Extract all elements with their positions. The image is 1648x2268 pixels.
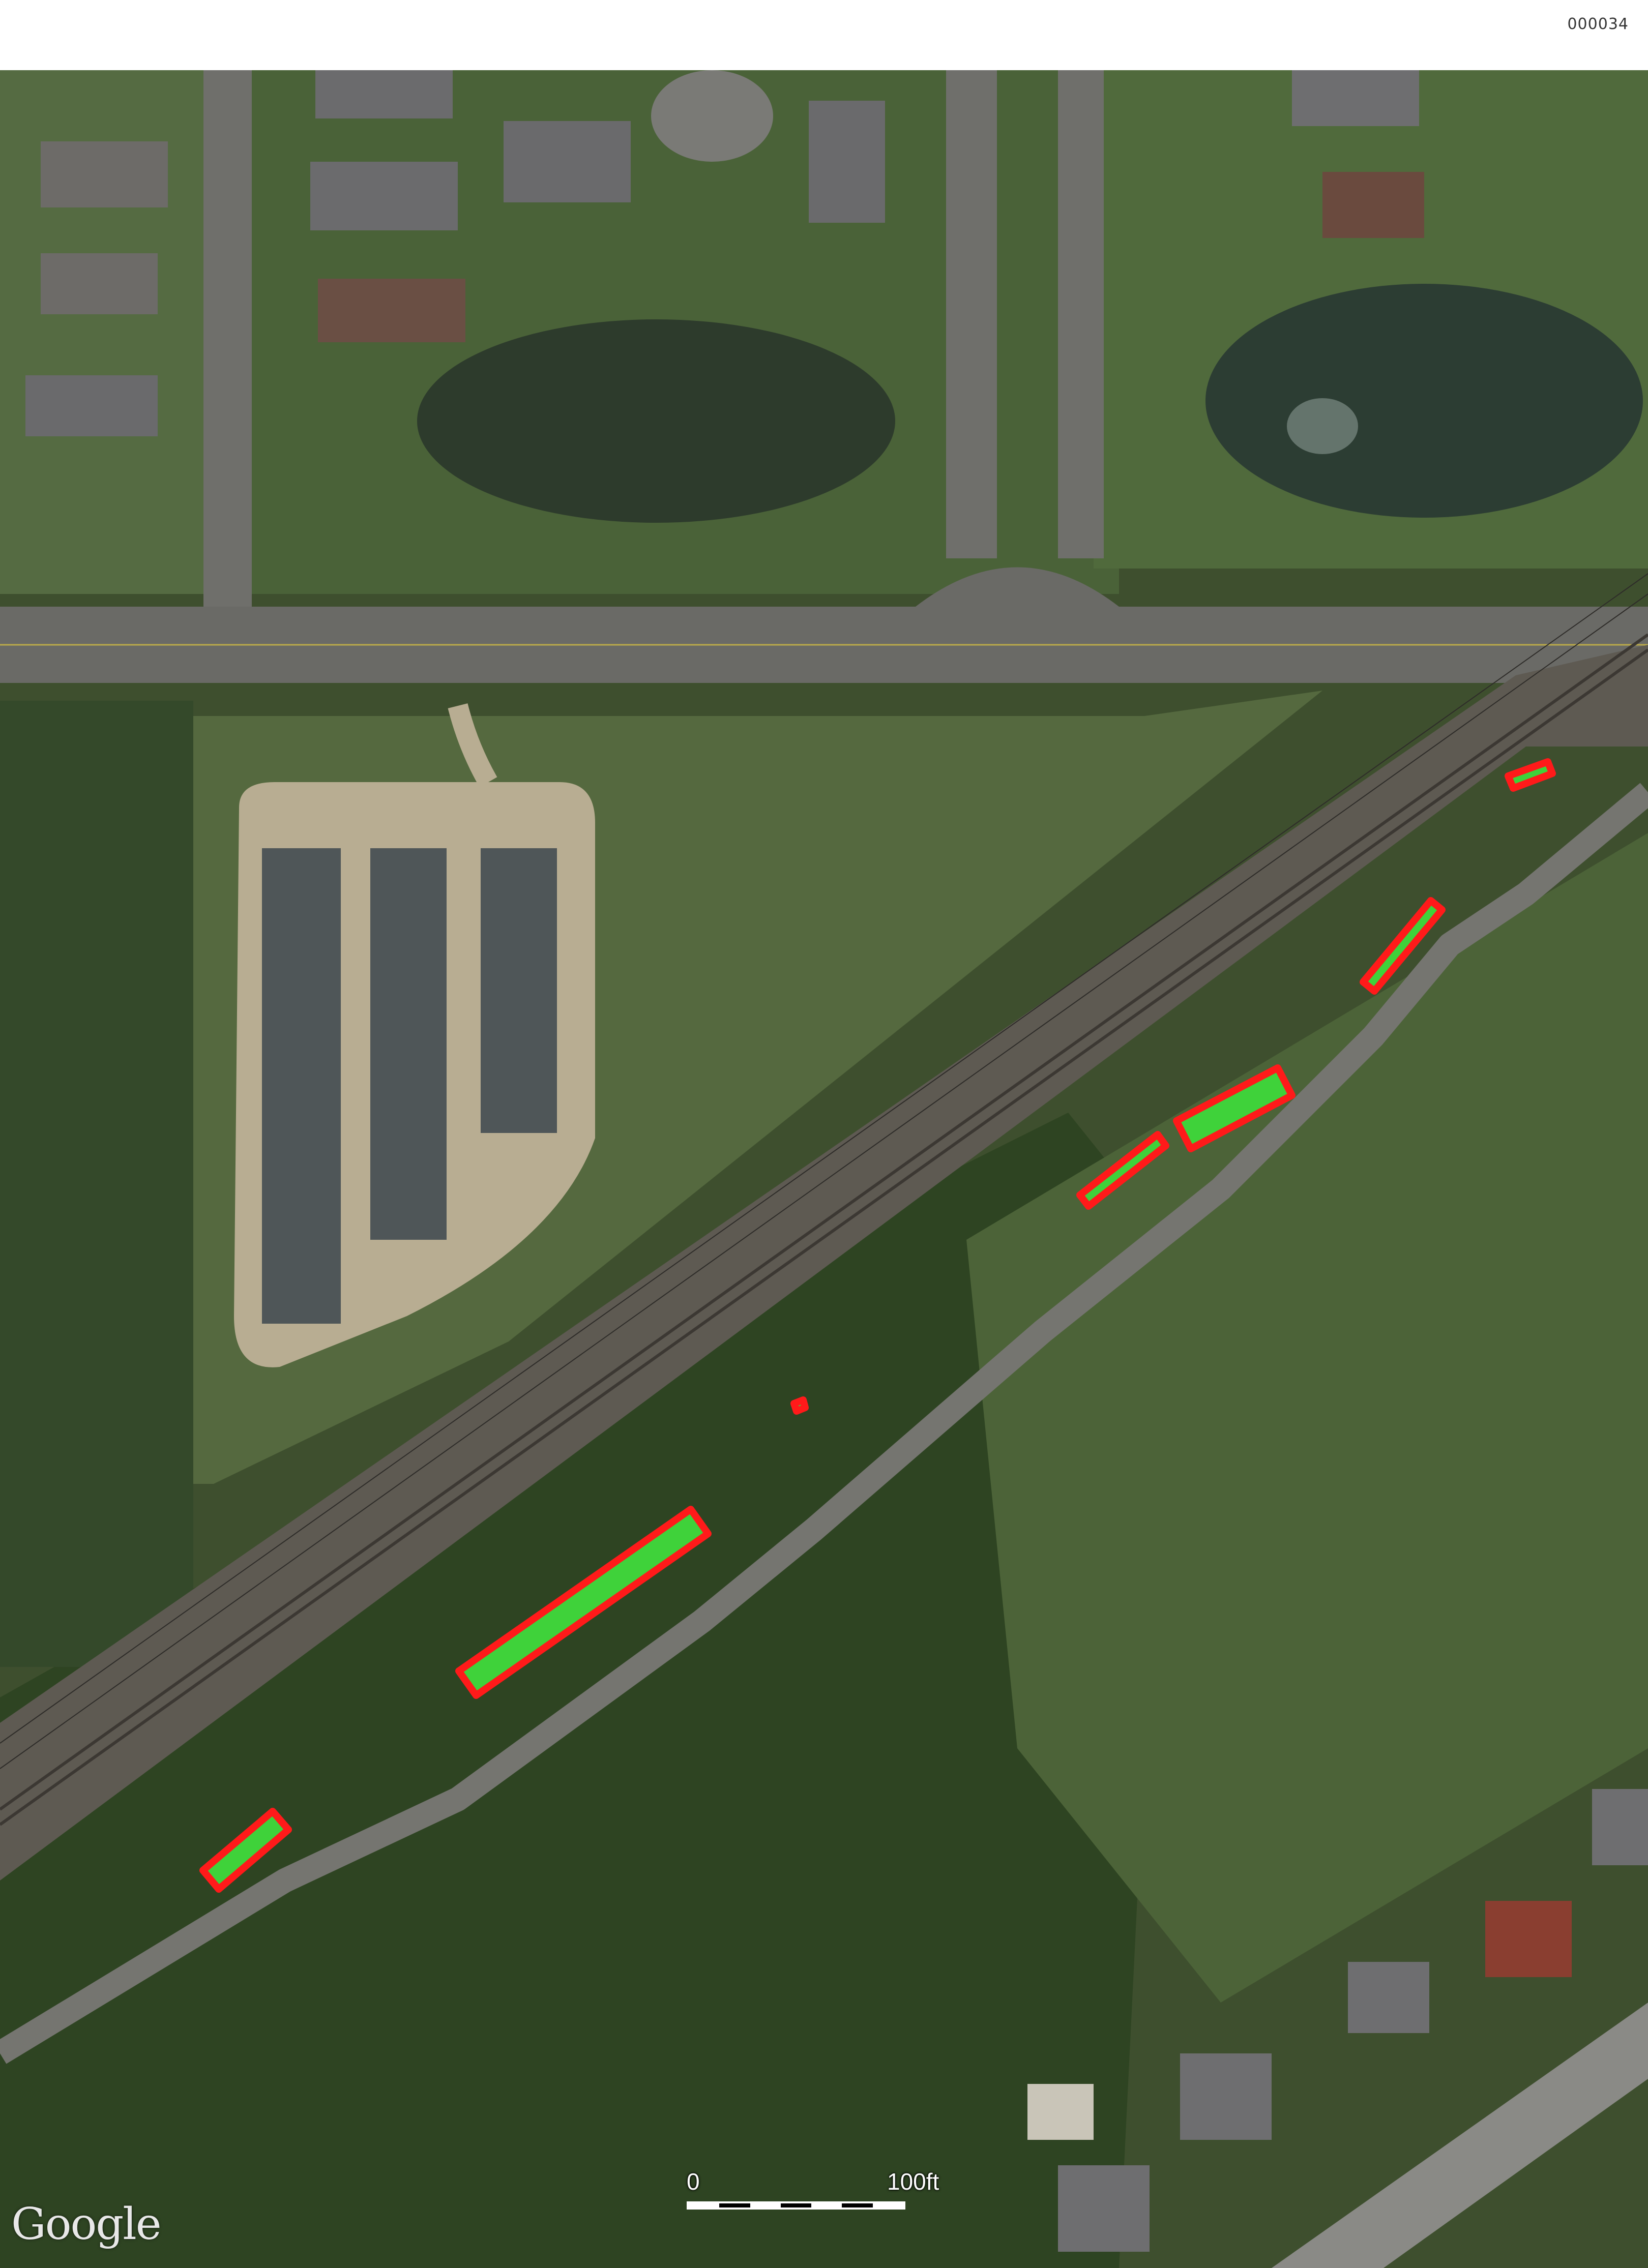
page-header: 000034	[0, 0, 1648, 70]
map-imagery	[0, 70, 1648, 2268]
scale-line	[687, 2201, 905, 2210]
segment-4	[1076, 1131, 1169, 1210]
segment-6	[455, 1506, 712, 1699]
page-id-label: 000034	[1567, 15, 1629, 33]
satellite-map[interactable]: Google 0 100ft	[0, 70, 1648, 2268]
map-scale-bar: 0 100ft	[687, 2168, 939, 2229]
segment-5	[790, 1396, 809, 1415]
segment-2	[1360, 897, 1446, 995]
google-attribution: Google	[11, 2199, 162, 2250]
scale-max-label: 100ft	[887, 2168, 939, 2195]
scale-zero-label: 0	[687, 2168, 700, 2195]
segment-7	[199, 1808, 292, 1893]
segment-3	[1173, 1064, 1296, 1152]
segment-1	[1505, 758, 1556, 792]
